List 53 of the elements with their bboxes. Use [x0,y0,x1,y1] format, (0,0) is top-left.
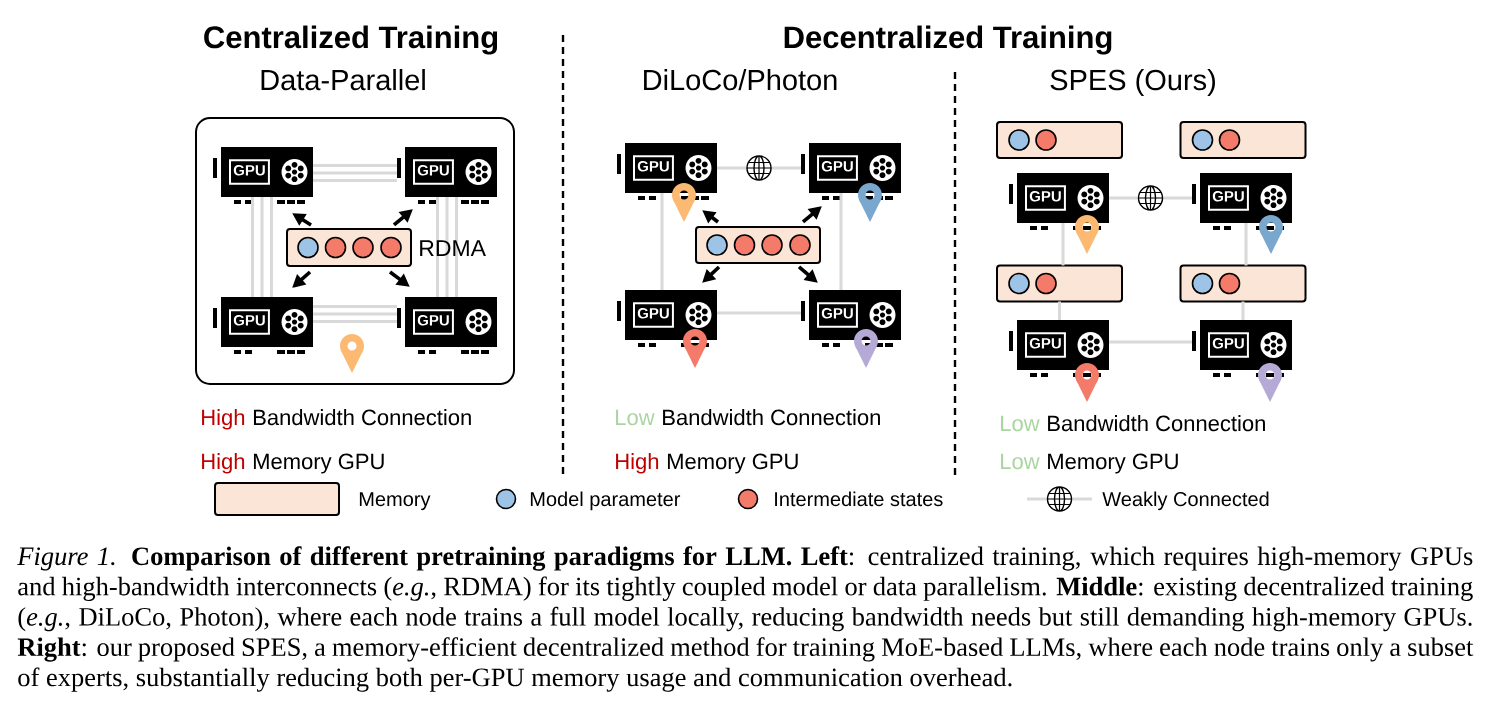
gpu-card: GPU [397,297,497,354]
gpu-card: GPU [1192,320,1292,377]
level-word: Low [616,409,655,426]
feature-text: Bandwidth Connection [1048,415,1265,432]
gpu-card: GPU [213,297,313,354]
feature-text: Bandwidth Connection [253,409,471,426]
feature-text: Memory GPU [1048,453,1178,474]
gpu-card: GPU [801,143,901,200]
connection-line [311,164,399,182]
gpu-card: GPU [1009,320,1109,377]
level-word: Low [1001,453,1040,470]
connection-line [839,193,843,290]
feature-text: Memory GPU [253,453,384,474]
gpu-card: GPU [617,143,717,200]
panel-title: Data-Parallel [261,69,425,91]
feature-text: Bandwidth Connection [663,409,880,426]
connection-line [311,305,399,323]
connection-line [1109,340,1192,344]
legend-label: Model parameter [530,491,681,511]
legend-label: Intermediate states [775,491,943,507]
gpu-card: GPU [1009,173,1109,230]
level-word: Low [1001,415,1040,432]
memory-box [996,264,1123,303]
connection-line [717,311,801,315]
level-word: High [616,453,659,474]
gpu-card: GPU [1192,173,1292,230]
section-title: Centralized Training [204,25,498,55]
memory-box [286,228,412,267]
connection-line [1241,301,1245,320]
legend-label: Weakly Connected [1102,491,1269,511]
connection-line [1244,223,1248,266]
connection-line [1058,301,1061,320]
gpu-card: GPU [617,290,717,347]
gpu-card: GPU [801,290,901,347]
section-title: Decentralized Training [784,25,1112,55]
connection-line [660,193,664,290]
panel-title: DiLoCo/Photon [644,69,837,91]
link-label: RDMA [420,240,486,256]
memory-box [1179,121,1307,159]
feature-text: Memory GPU [667,453,798,474]
panel-title: SPES (Ours) [1050,69,1215,96]
legend-label: Memory [359,492,431,511]
level-word: High [202,453,245,474]
memory-box [1179,264,1307,303]
figure-caption: Figure 1. Comparison of different pretraining paradigms for LLM. Left: centralized training, which requires high-memory GPUs and high-bandwidth interconnects (e.g., RDMA) for its tightly coupled model or data parallelism. Middle: existing decentralized training (e.g., DiLoCo, Photon), where each node trains a full model locally, reducing bandwidth needs but still demanding high-memory GPUs. Right: our proposed SPES, a memory-efficient decentralized method for training MoE-based LLMs, where each node trains only a subset of experts, substantially reducing both per-GPU memory usage and communication overhead. [17,546,1474,692]
gpu-card: GPU [397,147,497,204]
connection-line [436,195,458,299]
gpu-card: GPU [213,147,313,204]
connection-line [251,195,273,299]
level-word: High [202,409,245,430]
memory-box [996,121,1123,159]
memory-box [695,226,821,264]
connection-line [1061,223,1065,266]
